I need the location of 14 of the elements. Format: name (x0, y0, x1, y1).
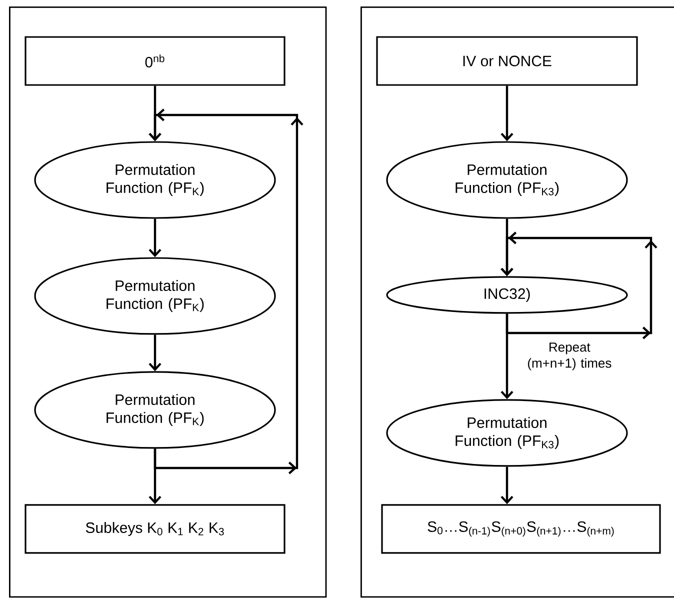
arrow (148, 218, 162, 258)
arrow (500, 314, 514, 400)
arrow (148, 334, 162, 372)
process-box: Subkeys K$_{0}$ K$_{1}$ K$_{2}$ K$_{3}$ (24, 504, 286, 554)
process-box: 0$^{nb}$ (24, 36, 286, 86)
arrow (500, 466, 514, 504)
process-box: IV or NONCE (376, 36, 638, 86)
loop-arrow (148, 108, 304, 474)
panel-frame (9, 6, 327, 598)
panel-frame (360, 6, 674, 598)
edge-label: Repeat (m+n+1) times (528, 342, 612, 370)
process-box: S$_{0}$…S$_{(n-1)}$S$_{(n+0)}$S$_{(n+1)}$…S$_{(n+m)}$ (381, 504, 661, 554)
loop-arrow (500, 232, 658, 340)
arrow (500, 86, 514, 142)
